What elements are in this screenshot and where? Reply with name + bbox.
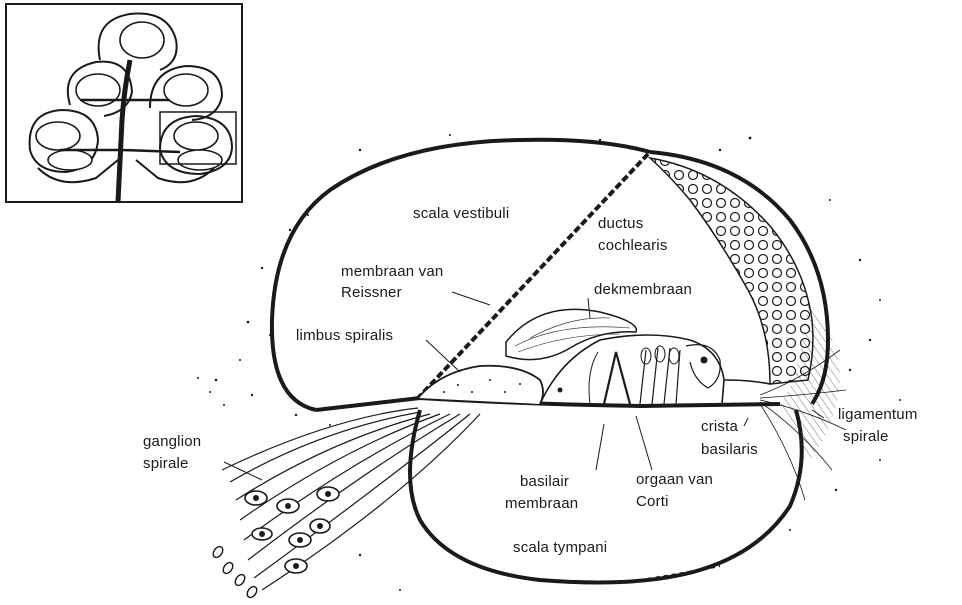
label-ductus-cochlearis-line1: ductus <box>598 214 643 233</box>
label-ligamentum-spirale-line1: ligamentum <box>838 405 918 424</box>
label-membraan-reissner-line1: membraan van <box>341 262 443 281</box>
label-crista-basilaris-line2: basilaris <box>701 440 758 459</box>
label-crista-basilaris-line1: crista <box>701 417 738 436</box>
label-limbus-spiralis: limbus spiralis <box>296 326 393 345</box>
label-ganglion-spirale-line2: spirale <box>143 454 189 473</box>
label-basilair-membraan-line1: basilair <box>520 472 569 491</box>
cochlear-duct-section <box>197 134 901 599</box>
label-orgaan-van-corti-line2: Corti <box>636 492 669 511</box>
label-membraan-reissner-line2: Reissner <box>341 283 402 302</box>
label-orgaan-van-corti-line1: orgaan van <box>636 470 713 489</box>
label-basilair-membraan-line2: membraan <box>505 494 578 513</box>
label-ganglion-spirale-line1: ganglion <box>143 432 201 451</box>
label-ligamentum-spirale-line2: spirale <box>843 427 889 446</box>
label-dekmembraan: dekmembraan <box>594 280 692 299</box>
label-scala-vestibuli: scala vestibuli <box>413 204 509 223</box>
label-scala-tympani: scala tympani <box>513 538 607 557</box>
inset-overview <box>6 4 242 202</box>
label-ductus-cochlearis-line2: cochlearis <box>598 236 668 255</box>
